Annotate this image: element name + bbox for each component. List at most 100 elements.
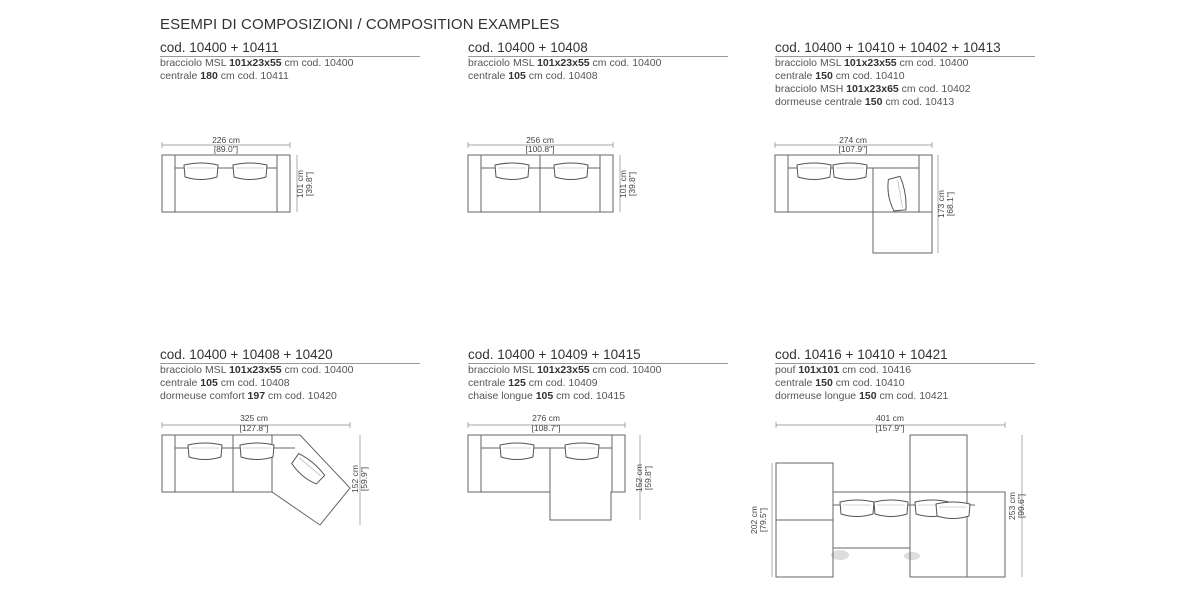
composition-4-spec-line: bracciolo MSL 101x23x55 cm cod. 10400 [160,364,420,377]
spec-text: dormeuse centrale [775,96,865,108]
spec-text: pouf [775,364,799,376]
composition-2-width-in: [100.8"] [525,144,554,154]
composition-5-depth-in: [59.8"] [643,466,653,490]
composition-5-width-in: [108.7"] [531,423,560,433]
composition-1-depth-in: [39.8"] [304,172,314,196]
spec-value: 101x23x55 [229,364,282,376]
spec-value: 150 [815,377,833,389]
spec-text: cm cod. 10408 [525,70,598,82]
composition-1-code: cod. 10400 + 10411 [160,40,420,57]
cushion-icon [564,442,600,460]
composition-6-width-cm: 401 cm [876,413,904,423]
composition-1-width-cm: 226 cm [212,135,240,145]
composition-2-depth-in: [39.8"] [627,172,637,196]
cushion-icon [494,162,530,180]
composition-6-code: cod. 10416 + 10410 + 10421 [775,347,1035,364]
cushion-icon [885,175,909,213]
cushion-icon [839,499,875,517]
composition-3-spec-line: bracciolo MSL 101x23x55 cm cod. 10400 [775,57,1035,70]
spec-text: cm cod. 10410 [832,70,905,82]
spec-text: dormeuse longue [775,390,860,402]
composition-2-spec-line: centrale 105 cm cod. 10408 [468,70,728,83]
composition-6-info: cod. 10416 + 10410 + 10421 pouf 101x101 … [775,347,1035,403]
composition-5-code: cod. 10400 + 10409 + 10415 [468,347,728,364]
spec-text: cm cod. 10402 [898,83,971,95]
composition-4-code: cod. 10400 + 10408 + 10420 [160,347,420,364]
composition-2-width-cm: 256 cm [526,135,554,145]
spec-text: centrale [160,377,201,389]
spec-text: bracciolo MSL [160,57,230,69]
spec-text: bracciolo MSH [775,83,847,95]
composition-3-spec-line: bracciolo MSH 101x23x65 cm cod. 10402 [775,83,1035,96]
composition-4-spec-line: dormeuse comfort 197 cm cod. 10420 [160,390,420,403]
cushion-icon [832,162,868,180]
composition-6-depth2-in: [79.5"] [758,508,768,532]
composition-5-drawing: 276 cm [108.7"] 152 cm [59.8"] [467,413,653,521]
spec-text: cm cod. 10411 [217,70,289,82]
composition-6-drawing: 401 cm [157.9"] 253 cm [99.6"] 202 cm [7… [749,413,1026,578]
spec-value: 125 [508,377,526,389]
spec-text: cm cod. 10410 [832,377,905,389]
composition-3-info: cod. 10400 + 10410 + 10402 + 10413 bracc… [775,40,1035,109]
spec-text: centrale [468,377,509,389]
composition-5-info: cod. 10400 + 10409 + 10415 bracciolo MSL… [468,347,728,403]
spec-text: cm cod. 10413 [882,96,955,108]
composition-4-depth-in: [59.9"] [359,467,369,491]
spec-text: centrale [775,377,816,389]
composition-1-depth-cm: 101 cm [295,170,305,198]
spec-text: bracciolo MSL [775,57,845,69]
composition-4-depth-cm: 152 cm [350,465,360,493]
composition-2-spec-line: bracciolo MSL 101x23x55 cm cod. 10400 [468,57,728,70]
spec-text: dormeuse comfort [160,390,248,402]
composition-5-width-cm: 276 cm [532,413,560,423]
spec-text: cm cod. 10420 [265,390,337,402]
composition-6-depth2-cm: 202 cm [749,506,759,534]
spec-text: cm cod. 10416 [839,364,912,376]
spec-text: cm cod. 10415 [553,390,626,402]
composition-5-depth-cm: 152 cm [634,464,644,492]
composition-3-width-in: [107.9"] [838,144,867,154]
composition-4-drawing: 325 cm [127.8"] 152 cm [59.9"] [161,413,369,526]
composition-2-info: cod. 10400 + 10408 bracciolo MSL 101x23x… [468,40,728,83]
composition-1-spec-line: centrale 180 cm cod. 10411 [160,70,420,83]
spec-value: 101x23x55 [844,57,897,69]
spec-value: 150 [815,70,833,82]
composition-6-spec-line: dormeuse longue 150 cm cod. 10421 [775,390,1035,403]
composition-6-depth-in: [99.6"] [1016,494,1026,518]
cushion-icon [183,162,219,180]
spec-value: 197 [247,390,266,402]
spec-text: centrale [468,70,509,82]
composition-5-spec-line: chaise longue 105 cm cod. 10415 [468,390,728,403]
composition-1-width-in: [89.0"] [214,144,238,154]
cushion-icon [499,442,535,460]
cushion-icon [187,442,223,460]
spec-text: cm cod. 10400 [589,57,662,69]
spec-text: cm cod. 10400 [896,57,969,69]
composition-3-width-cm: 274 cm [839,135,867,145]
spec-text: bracciolo MSL [468,364,538,376]
composition-6-spec-line: pouf 101x101 cm cod. 10416 [775,364,1035,377]
composition-1-drawing: 226 cm [89.0"] 101 cm [39.8"] [161,135,314,213]
spec-text: cm cod. 10408 [217,377,290,389]
composition-2-code: cod. 10400 + 10408 [468,40,728,57]
spec-value: 101x101 [798,364,840,376]
spec-text: bracciolo MSL [160,364,230,376]
composition-2-depth-cm: 101 cm [618,170,628,198]
composition-5-spec-line: centrale 125 cm cod. 10409 [468,377,728,390]
spec-text: cm cod. 10400 [281,364,354,376]
composition-3-depth-in: [68.1"] [945,192,955,216]
spec-value: 150 [859,390,877,402]
cushion-icon [553,162,589,180]
composition-3-drawing: 274 cm [107.9"] 173 cm [68.1"] [774,135,955,254]
spec-text: cm cod. 10400 [281,57,354,69]
composition-3-code: cod. 10400 + 10410 + 10402 + 10413 [775,40,1035,57]
spec-text: cm cod. 10421 [876,390,949,402]
cushion-icon [232,162,268,180]
composition-1-info: cod. 10400 + 10411 bracciolo MSL 101x23x… [160,40,420,83]
composition-3-spec-line: dormeuse centrale 150 cm cod. 10413 [775,96,1035,109]
cushion-icon [873,499,909,517]
composition-1-spec-line: bracciolo MSL 101x23x55 cm cod. 10400 [160,57,420,70]
spec-value: 101x23x55 [537,57,590,69]
composition-4-info: cod. 10400 + 10408 + 10420 bracciolo MSL… [160,347,420,403]
spec-text: cm cod. 10400 [589,364,662,376]
